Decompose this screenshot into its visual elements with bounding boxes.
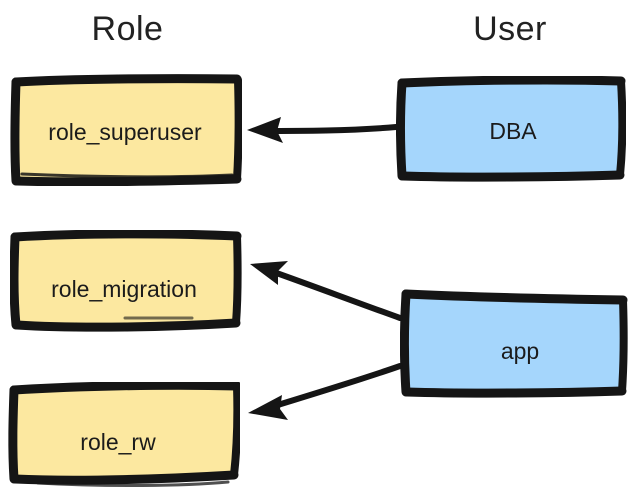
node-app-shape (400, 289, 628, 398)
node-role-migration[interactable]: role_migration (10, 230, 242, 332)
column-header-role: Role (91, 10, 164, 48)
node-role-rw[interactable]: role_rw (8, 382, 240, 490)
node-role-superuser-shape (10, 74, 242, 186)
node-role-rw-shape (8, 382, 240, 488)
node-role-migration-shape (10, 230, 242, 332)
node-app[interactable]: app (400, 286, 628, 400)
column-header-user: User (473, 10, 547, 48)
node-role-superuser[interactable]: role_superuser (10, 74, 242, 186)
node-dba[interactable]: DBA (396, 76, 626, 182)
edge-app-to-role-migration (250, 261, 403, 321)
edge-dba-to-role-superuser (247, 117, 399, 143)
node-dba-shape (396, 76, 626, 182)
edge-app-to-role-rw (248, 363, 403, 420)
